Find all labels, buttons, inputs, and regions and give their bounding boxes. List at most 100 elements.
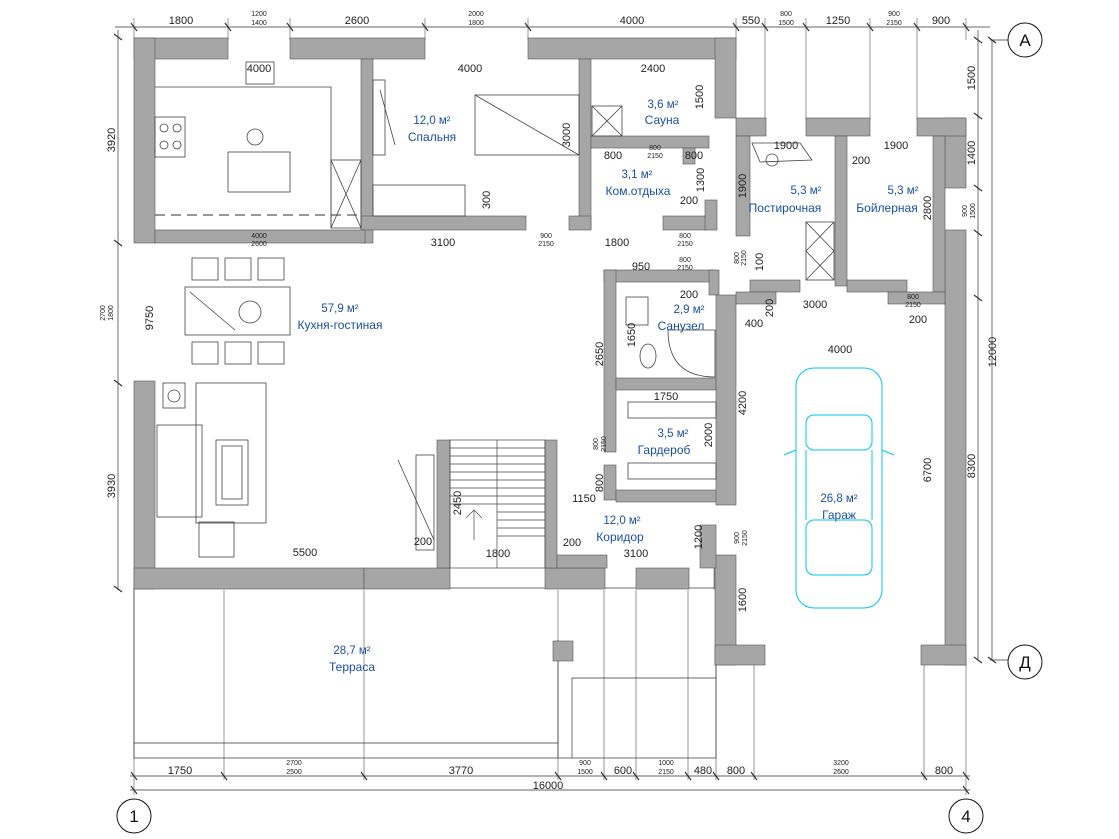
- room-labels: 12,0 м² Спальня 3,6 м² Сауна 3,1 м² Ком.…: [298, 99, 919, 674]
- dim-right-4: 12000: [987, 337, 999, 368]
- dim-i-5500: 5500: [293, 547, 317, 559]
- dim-i-800k: 800: [594, 474, 606, 492]
- dim-i-200b: 200: [764, 299, 776, 317]
- dim-i-1200: 1200: [693, 525, 705, 549]
- dim-i-2450: 2450: [452, 491, 464, 515]
- dim-bot-2a: 2700: [286, 760, 302, 767]
- garage-name: Гараж: [822, 508, 856, 522]
- dim-top-9a: 900: [888, 11, 900, 18]
- dim-top-1: 1800: [169, 15, 193, 27]
- stairs: [449, 439, 546, 569]
- dim-i-800g: 800: [907, 294, 919, 301]
- dim-top-5: 4000: [620, 15, 644, 27]
- dim-i-boiler-h: 2800: [922, 196, 934, 220]
- dim-bot-2b: 2500: [286, 769, 302, 776]
- garage-area: 26,8 м²: [820, 493, 857, 505]
- top-dimensions: 1800 1200 1400 2600 2000 1800 4000 550 8…: [169, 11, 950, 27]
- dim-i-4200: 4200: [737, 391, 749, 415]
- dim-i-rest-r: 800: [685, 150, 703, 162]
- dim-top-8: 1250: [826, 15, 850, 27]
- kitchen-furniture: 4000: [154, 61, 435, 558]
- dim-right-5: 8300: [966, 454, 978, 478]
- wc-area: 2,9 м²: [674, 304, 705, 316]
- corridor-area: 12,0 м²: [603, 515, 640, 527]
- terrace: [133, 587, 717, 759]
- dim-i-bed-h: 3000: [561, 123, 573, 147]
- sauna-fixtures: [591, 105, 623, 137]
- axis-1: 1: [129, 807, 138, 826]
- dim-left-4: 3930: [106, 474, 118, 498]
- dim-i-sauna-w: 2400: [641, 63, 665, 75]
- dim-i-200d: 200: [414, 536, 432, 548]
- dim-i-rest-db: 2150: [647, 153, 663, 160]
- dim-left-3: 9750: [144, 306, 156, 330]
- axis-D: Д: [1019, 653, 1031, 672]
- walls: [133, 37, 967, 666]
- terrace-name: Терраса: [329, 660, 375, 674]
- dim-bot-9a: 3200: [833, 760, 849, 767]
- bottom-dimensions: 1750 2700 2500 3770 900 1500 600 1000 21…: [168, 760, 953, 792]
- dim-i-800f: 2150: [741, 250, 748, 266]
- wardrobe-fixtures: [627, 401, 717, 480]
- dim-i-wc-200: 200: [680, 289, 698, 301]
- bedroom-area: 12,0 м²: [413, 115, 450, 127]
- dim-i-800c: 800: [679, 257, 691, 264]
- dim-kitchen-top: 4000: [247, 63, 271, 75]
- boiler-name: Бойлерная: [856, 201, 917, 215]
- dim-top-2b: 1400: [251, 20, 267, 27]
- wardrobe-name: Гардероб: [638, 443, 691, 457]
- dim-i-3000: 3000: [803, 299, 827, 311]
- dim-i-900d: 2150: [742, 530, 749, 546]
- dim-bot-10: 800: [935, 765, 953, 777]
- dim-bot-6b: 2150: [658, 769, 674, 776]
- axis-markers: А Д 1 4: [116, 22, 1043, 834]
- dim-top-4a: 2000: [468, 11, 484, 18]
- dim-i-bed-w: 4000: [458, 63, 482, 75]
- dim-top-10: 900: [932, 15, 950, 27]
- dim-bot-6a: 1000: [658, 760, 674, 767]
- dim-i-800h: 2150: [905, 302, 921, 309]
- dim-i-garage-w: 4000: [828, 344, 852, 356]
- dim-i-1750: 1750: [654, 391, 678, 403]
- dim-top-7b: 1500: [778, 20, 794, 27]
- rest-area: 3,1 м²: [622, 169, 653, 181]
- dim-i-2000: 2000: [703, 423, 715, 447]
- dim-i-3100: 3100: [431, 237, 455, 249]
- laundry-fixtures: [751, 142, 835, 281]
- dim-i-1650: 1650: [626, 323, 638, 347]
- dim-i-400: 400: [745, 318, 763, 330]
- dim-right-2: 1400: [966, 141, 978, 165]
- dim-i-1800b: 1800: [486, 548, 510, 560]
- dim-left-1: 3920: [106, 128, 118, 152]
- dim-i-800e: 800: [734, 252, 741, 264]
- dim-i-900a: 900: [540, 233, 552, 240]
- bedroom-name: Спальня: [408, 130, 456, 144]
- sauna-name: Сауна: [645, 113, 680, 127]
- laundry-area: 5,3 м²: [791, 185, 822, 197]
- dim-right-1: 1500: [966, 66, 978, 90]
- terrace-area: 28,7 м²: [333, 645, 370, 657]
- dim-i-950: 950: [632, 261, 650, 273]
- boiler-area: 5,3 м²: [888, 185, 919, 197]
- dim-bot-8: 800: [727, 765, 745, 777]
- interior-dimensions: 4000 2400 1500 3000 800 800 2150 800 130…: [251, 63, 934, 612]
- dim-i-800b: 2150: [677, 241, 693, 248]
- dim-i-800d: 2150: [677, 265, 693, 272]
- axis-4: 4: [961, 807, 970, 826]
- dim-i-200e: 200: [563, 537, 581, 549]
- dim-i-kit-b: 2600: [251, 241, 267, 248]
- dim-top-9b: 2150: [886, 20, 902, 27]
- bedroom-furniture: [372, 79, 580, 217]
- dim-bot-5: 600: [614, 765, 632, 777]
- dim-i-100: 100: [754, 253, 766, 271]
- dim-i-1150: 1150: [572, 493, 596, 505]
- dim-i-900c: 900: [734, 532, 741, 544]
- dim-bot-4a: 900: [579, 760, 591, 767]
- dim-top-2a: 1200: [251, 11, 267, 18]
- dim-left-2b: 1800: [108, 305, 115, 321]
- left-dimensions: 3920 2700 1800 9750 3930: [100, 128, 156, 498]
- dim-i-rest-h: 1300: [695, 168, 707, 192]
- dim-bot-1: 1750: [168, 765, 192, 777]
- dim-top-3: 2600: [345, 15, 369, 27]
- dim-i-900b: 2150: [538, 241, 554, 248]
